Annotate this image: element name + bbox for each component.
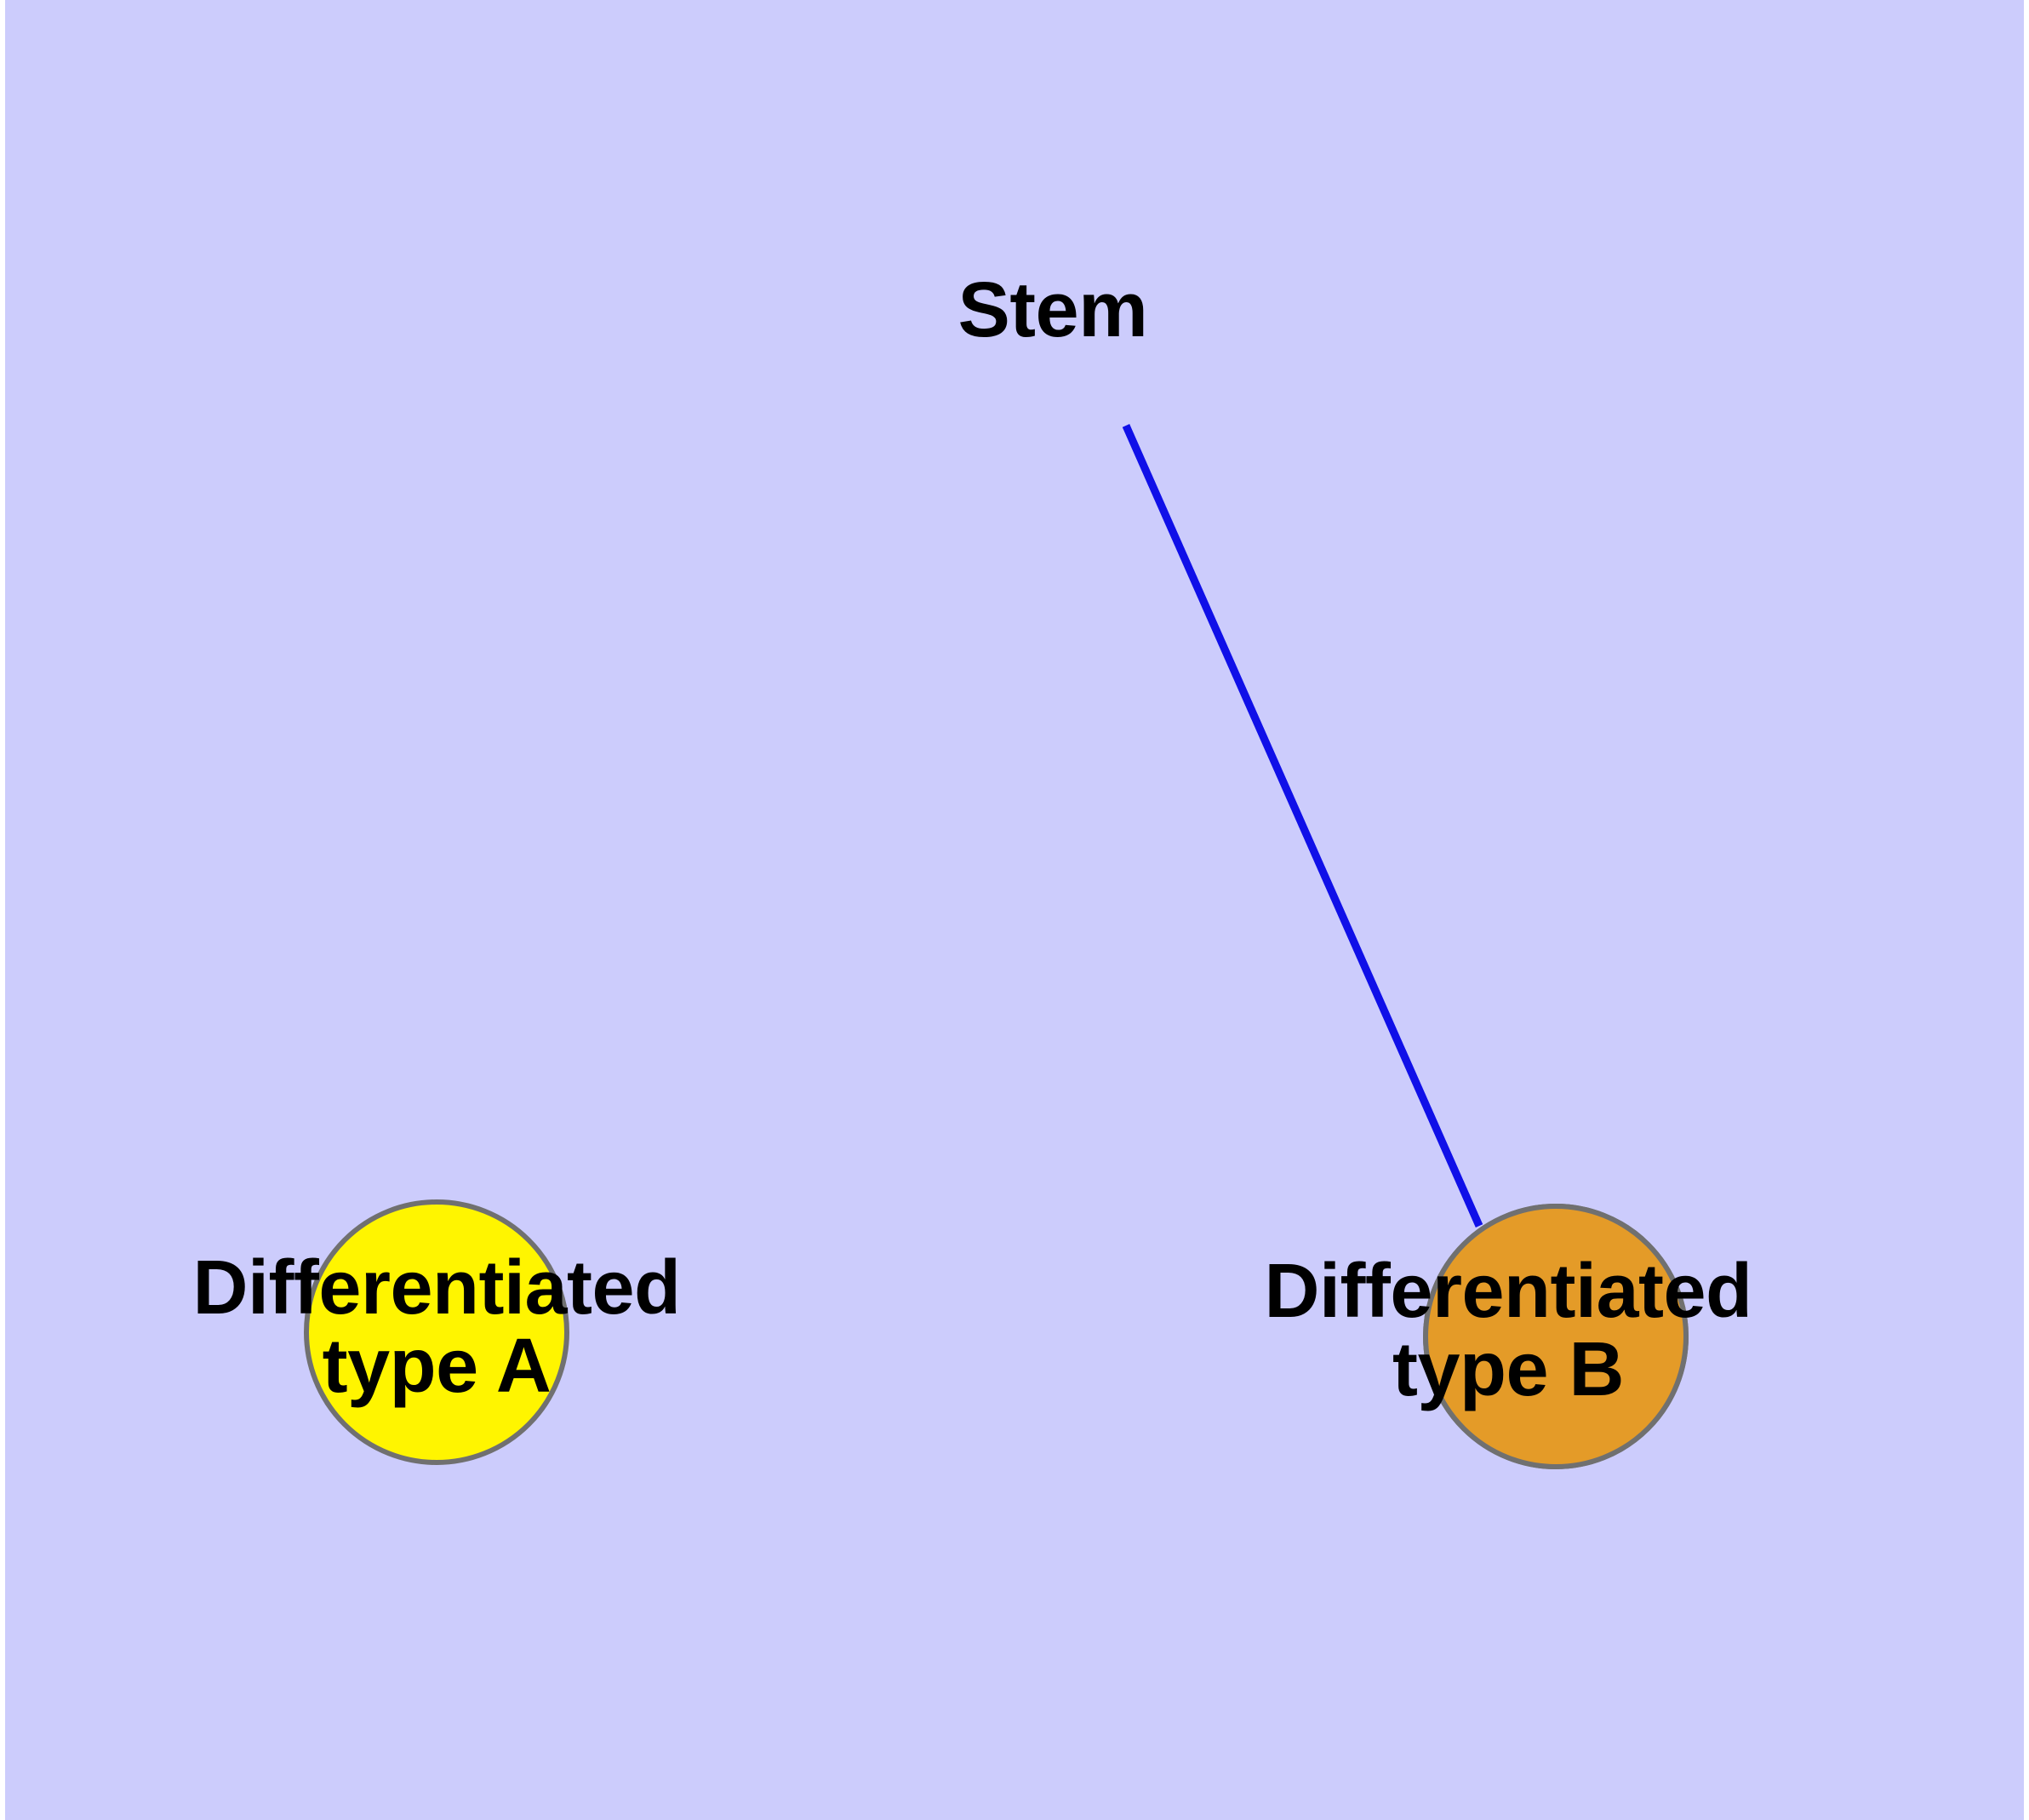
node-layer: [304, 1199, 1689, 1469]
edge-layer: [1122, 424, 1483, 1228]
diagram-background: [5, 0, 2024, 1820]
node-stem[interactable]: [304, 1199, 569, 1465]
node-differentiated-type-b[interactable]: [1423, 1204, 1689, 1469]
edge-stem-to-differentiated-type-b: [1122, 424, 1483, 1228]
